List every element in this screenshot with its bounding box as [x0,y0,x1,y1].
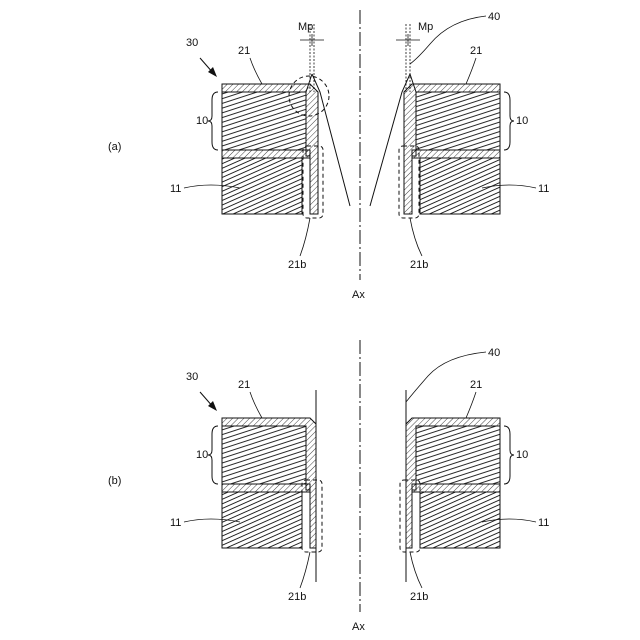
right-body-b: 40 21 10 11 21b [400,347,549,603]
upper-brace-left-a [208,92,218,150]
measure-point-left-a: Mp [298,21,324,92]
region-label-left-b: 21b [288,591,306,603]
point-label-right-a: Mp [418,21,433,33]
region-label-right-b: 21b [410,591,428,603]
lower-label-right-b: 11 [538,517,549,529]
left-body-b: 21 10 11 21b [170,379,322,603]
region-label-right-a: 21b [410,259,428,271]
panel-b: (b) Ax 30 21 10 11 21b [108,347,549,633]
cover-leader-right-b [466,392,476,418]
cover-leader-right-a [466,58,476,84]
right-body-a: 40 21 10 11 21b [399,11,549,271]
cover-label-right-b: 21 [470,379,482,391]
panel-label-b: (b) [108,475,121,487]
cover-label-left-b: 21 [238,379,250,391]
upper-label-left-b: 10 [196,449,208,461]
upper-stack-left-b [222,426,306,484]
lower-stack-right-b [420,492,500,548]
region-leader-left-a [300,218,310,256]
cover-label-left-a: 21 [238,45,250,57]
cover-leader-left-a [250,58,262,84]
lower-label-left-b: 11 [170,517,181,529]
inter-strip-left-a [222,150,310,158]
assembly-label-b: 30 [186,371,198,383]
axis-label-b: Ax [352,621,365,633]
upper-stack-right-b [416,426,500,484]
lower-stack-left-b [222,492,302,548]
upper-brace-right-a [504,92,514,150]
lower-label-left-a: 11 [170,183,181,195]
region-label-left-a: 21b [288,259,306,271]
upper-stack-left-a [222,92,306,150]
member-label-a: 40 [488,11,500,23]
axis-label-a: Ax [352,289,365,301]
cover-label-right-a: 21 [470,45,482,57]
region-leader-right-b [410,552,422,588]
upper-stack-right-a [416,92,500,150]
upper-brace-left-b [208,426,218,484]
member-label-b: 40 [488,347,500,359]
upper-label-right-b: 10 [516,449,528,461]
upper-label-right-a: 10 [516,115,528,127]
panel-a: (a) Ax 30 21 10 11 21b [108,11,549,301]
inter-strip-right-a [412,150,500,158]
lower-label-right-a: 11 [538,183,549,195]
upper-brace-right-b [504,426,514,484]
inter-strip-right-b [412,484,500,492]
lower-stack-right-a [420,158,500,214]
lower-stack-left-a [222,158,302,214]
panel-label-a: (a) [108,141,121,153]
member-leader-b [406,352,486,402]
region-leader-right-a [410,218,422,256]
upper-label-left-a: 10 [196,115,208,127]
assembly-label-a: 30 [186,37,198,49]
region-leader-left-b [300,552,310,588]
cover-leader-left-b [250,392,262,418]
inter-strip-left-b [222,484,310,492]
measure-point-right-a: Mp [396,21,433,92]
left-body-a: 21 10 11 21b [170,45,329,271]
point-label-left-a: Mp [298,21,313,33]
